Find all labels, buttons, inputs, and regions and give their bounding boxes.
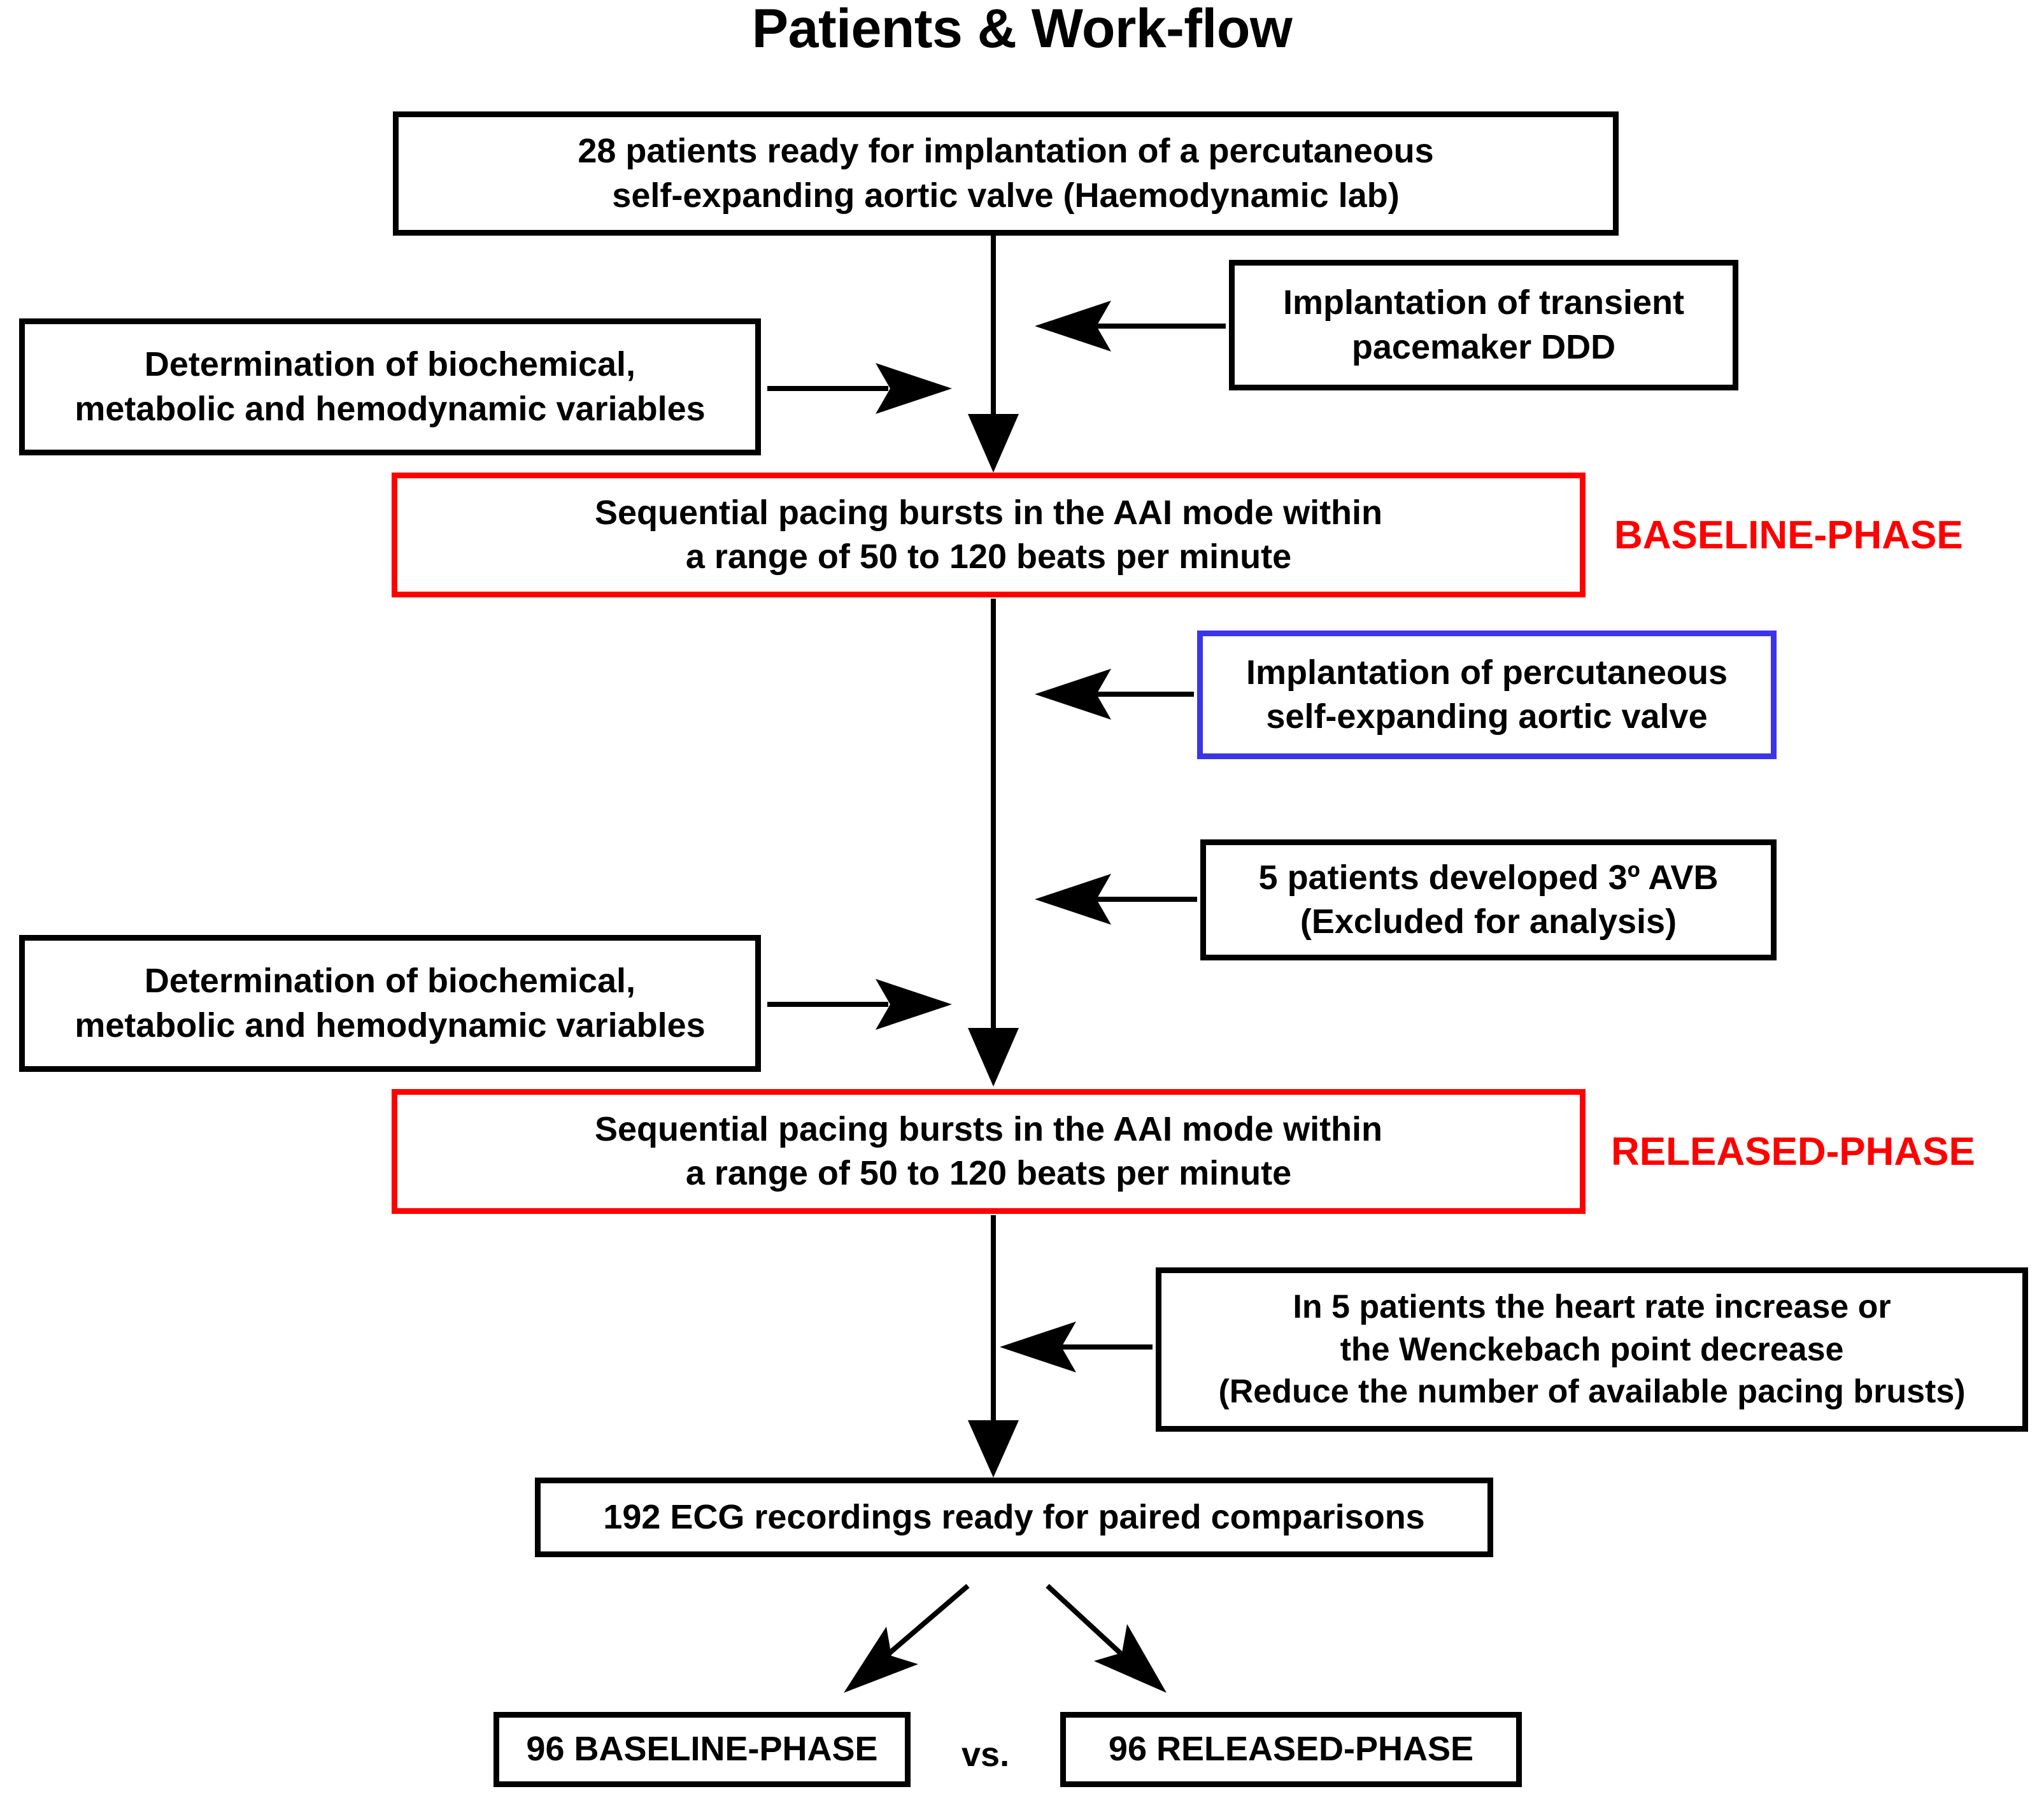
versus-label: vs. xyxy=(962,1735,1010,1774)
arrow-head-valve-to-spine xyxy=(1035,669,1111,720)
pacemaker-line-2: pacemaker DDD xyxy=(1351,327,1616,366)
ecg-total-line-1: 192 ECG recordings ready for paired comp… xyxy=(603,1497,1425,1536)
pacing-baseline-box: Sequential pacing bursts in the AAI mode… xyxy=(392,473,1586,597)
valve-implantation-box: Implantation of percutaneous self-expand… xyxy=(1197,631,1777,759)
valve-implantation-line-1: Implantation of percutaneous xyxy=(1246,653,1728,692)
baseline-group-box: 96 BASELINE-PHASE xyxy=(493,1712,911,1787)
pacing-released-box: Sequential pacing bursts in the AAI mode… xyxy=(392,1089,1586,1214)
determination-baseline-box: Determination of biochemical, metabolic … xyxy=(19,318,761,455)
arrow-head-ecg-to-released-group xyxy=(1094,1624,1167,1693)
arrow-head-avb-to-spine xyxy=(1035,874,1111,925)
determination-released-line-2: metabolic and hemodynamic variables xyxy=(75,1006,706,1044)
determination-baseline-line-1: Determination of biochemical, xyxy=(144,345,636,384)
pacing-released-line-2: a range of 50 to 120 beats per minute xyxy=(685,1154,1292,1192)
rate-change-line-3: (Reduce the number of available pacing b… xyxy=(1218,1373,1966,1411)
released-phase-label: RELEASED-PHASE xyxy=(1611,1130,1975,1174)
baseline-group-line-1: 96 BASELINE-PHASE xyxy=(526,1730,878,1769)
valve-implantation-line-2: self-expanding aortic valve xyxy=(1266,697,1708,736)
enrollment-line-1: 28 patients ready for implantation of a … xyxy=(578,132,1434,171)
baseline-phase-label: BASELINE-PHASE xyxy=(1614,513,1963,557)
pacing-released-line-1: Sequential pacing bursts in the AAI mode… xyxy=(594,1109,1383,1148)
rate-change-line-2: the Wenckebach point decrease xyxy=(1340,1330,1844,1368)
determination-baseline-line-2: metabolic and hemodynamic variables xyxy=(75,389,706,428)
enrollment-line-2: self-expanding aortic valve (Haemodynami… xyxy=(612,176,1400,215)
arrow-head-pacemaker-to-spine xyxy=(1035,301,1111,352)
arrow-head-enrollment-to-baseline-pacing xyxy=(968,414,1019,473)
rate-change-line-1: In 5 patients the heart rate increase or xyxy=(1293,1288,1891,1326)
arrow-line-ecg-to-baseline-group xyxy=(877,1583,970,1665)
determination-released-box: Determination of biochemical, metabolic … xyxy=(19,935,761,1072)
arrow-head-rate-change-to-spine xyxy=(1000,1322,1076,1372)
rate-change-box: In 5 patients the heart rate increase or… xyxy=(1156,1267,2028,1432)
pacemaker-line-1: Implantation of transient xyxy=(1282,283,1685,322)
arrow-head-ecg-to-baseline-group xyxy=(844,1627,918,1693)
page-title: Patients & Work-flow xyxy=(751,0,1293,59)
released-group-line-1: 96 RELEASED-PHASE xyxy=(1108,1730,1474,1769)
avb-excluded-line-1: 5 patients developed 3º AVB xyxy=(1258,858,1719,897)
avb-excluded-line-2: (Excluded for analysis) xyxy=(1300,902,1677,941)
pacemaker-box: Implantation of transient pacemaker DDD xyxy=(1229,260,1738,390)
arrow-head-determination-baseline-to-spine xyxy=(876,363,952,414)
pacing-baseline-line-2: a range of 50 to 120 beats per minute xyxy=(685,538,1292,576)
pacing-baseline-line-1: Sequential pacing bursts in the AAI mode… xyxy=(594,493,1383,532)
released-group-box: 96 RELEASED-PHASE xyxy=(1060,1712,1522,1787)
arrow-line-ecg-to-released-group xyxy=(1046,1584,1132,1664)
ecg-total-box: 192 ECG recordings ready for paired comp… xyxy=(535,1478,1493,1557)
arrow-head-released-pacing-to-ecg xyxy=(968,1420,1019,1478)
enrollment-box: 28 patients ready for implantation of a … xyxy=(393,111,1619,236)
arrow-head-baseline-to-released-pacing xyxy=(968,1028,1019,1087)
avb-excluded-box: 5 patients developed 3º AVB (Excluded fo… xyxy=(1200,839,1777,960)
determination-released-line-1: Determination of biochemical, xyxy=(144,962,636,1001)
arrow-head-determination-released-to-spine xyxy=(876,979,952,1030)
